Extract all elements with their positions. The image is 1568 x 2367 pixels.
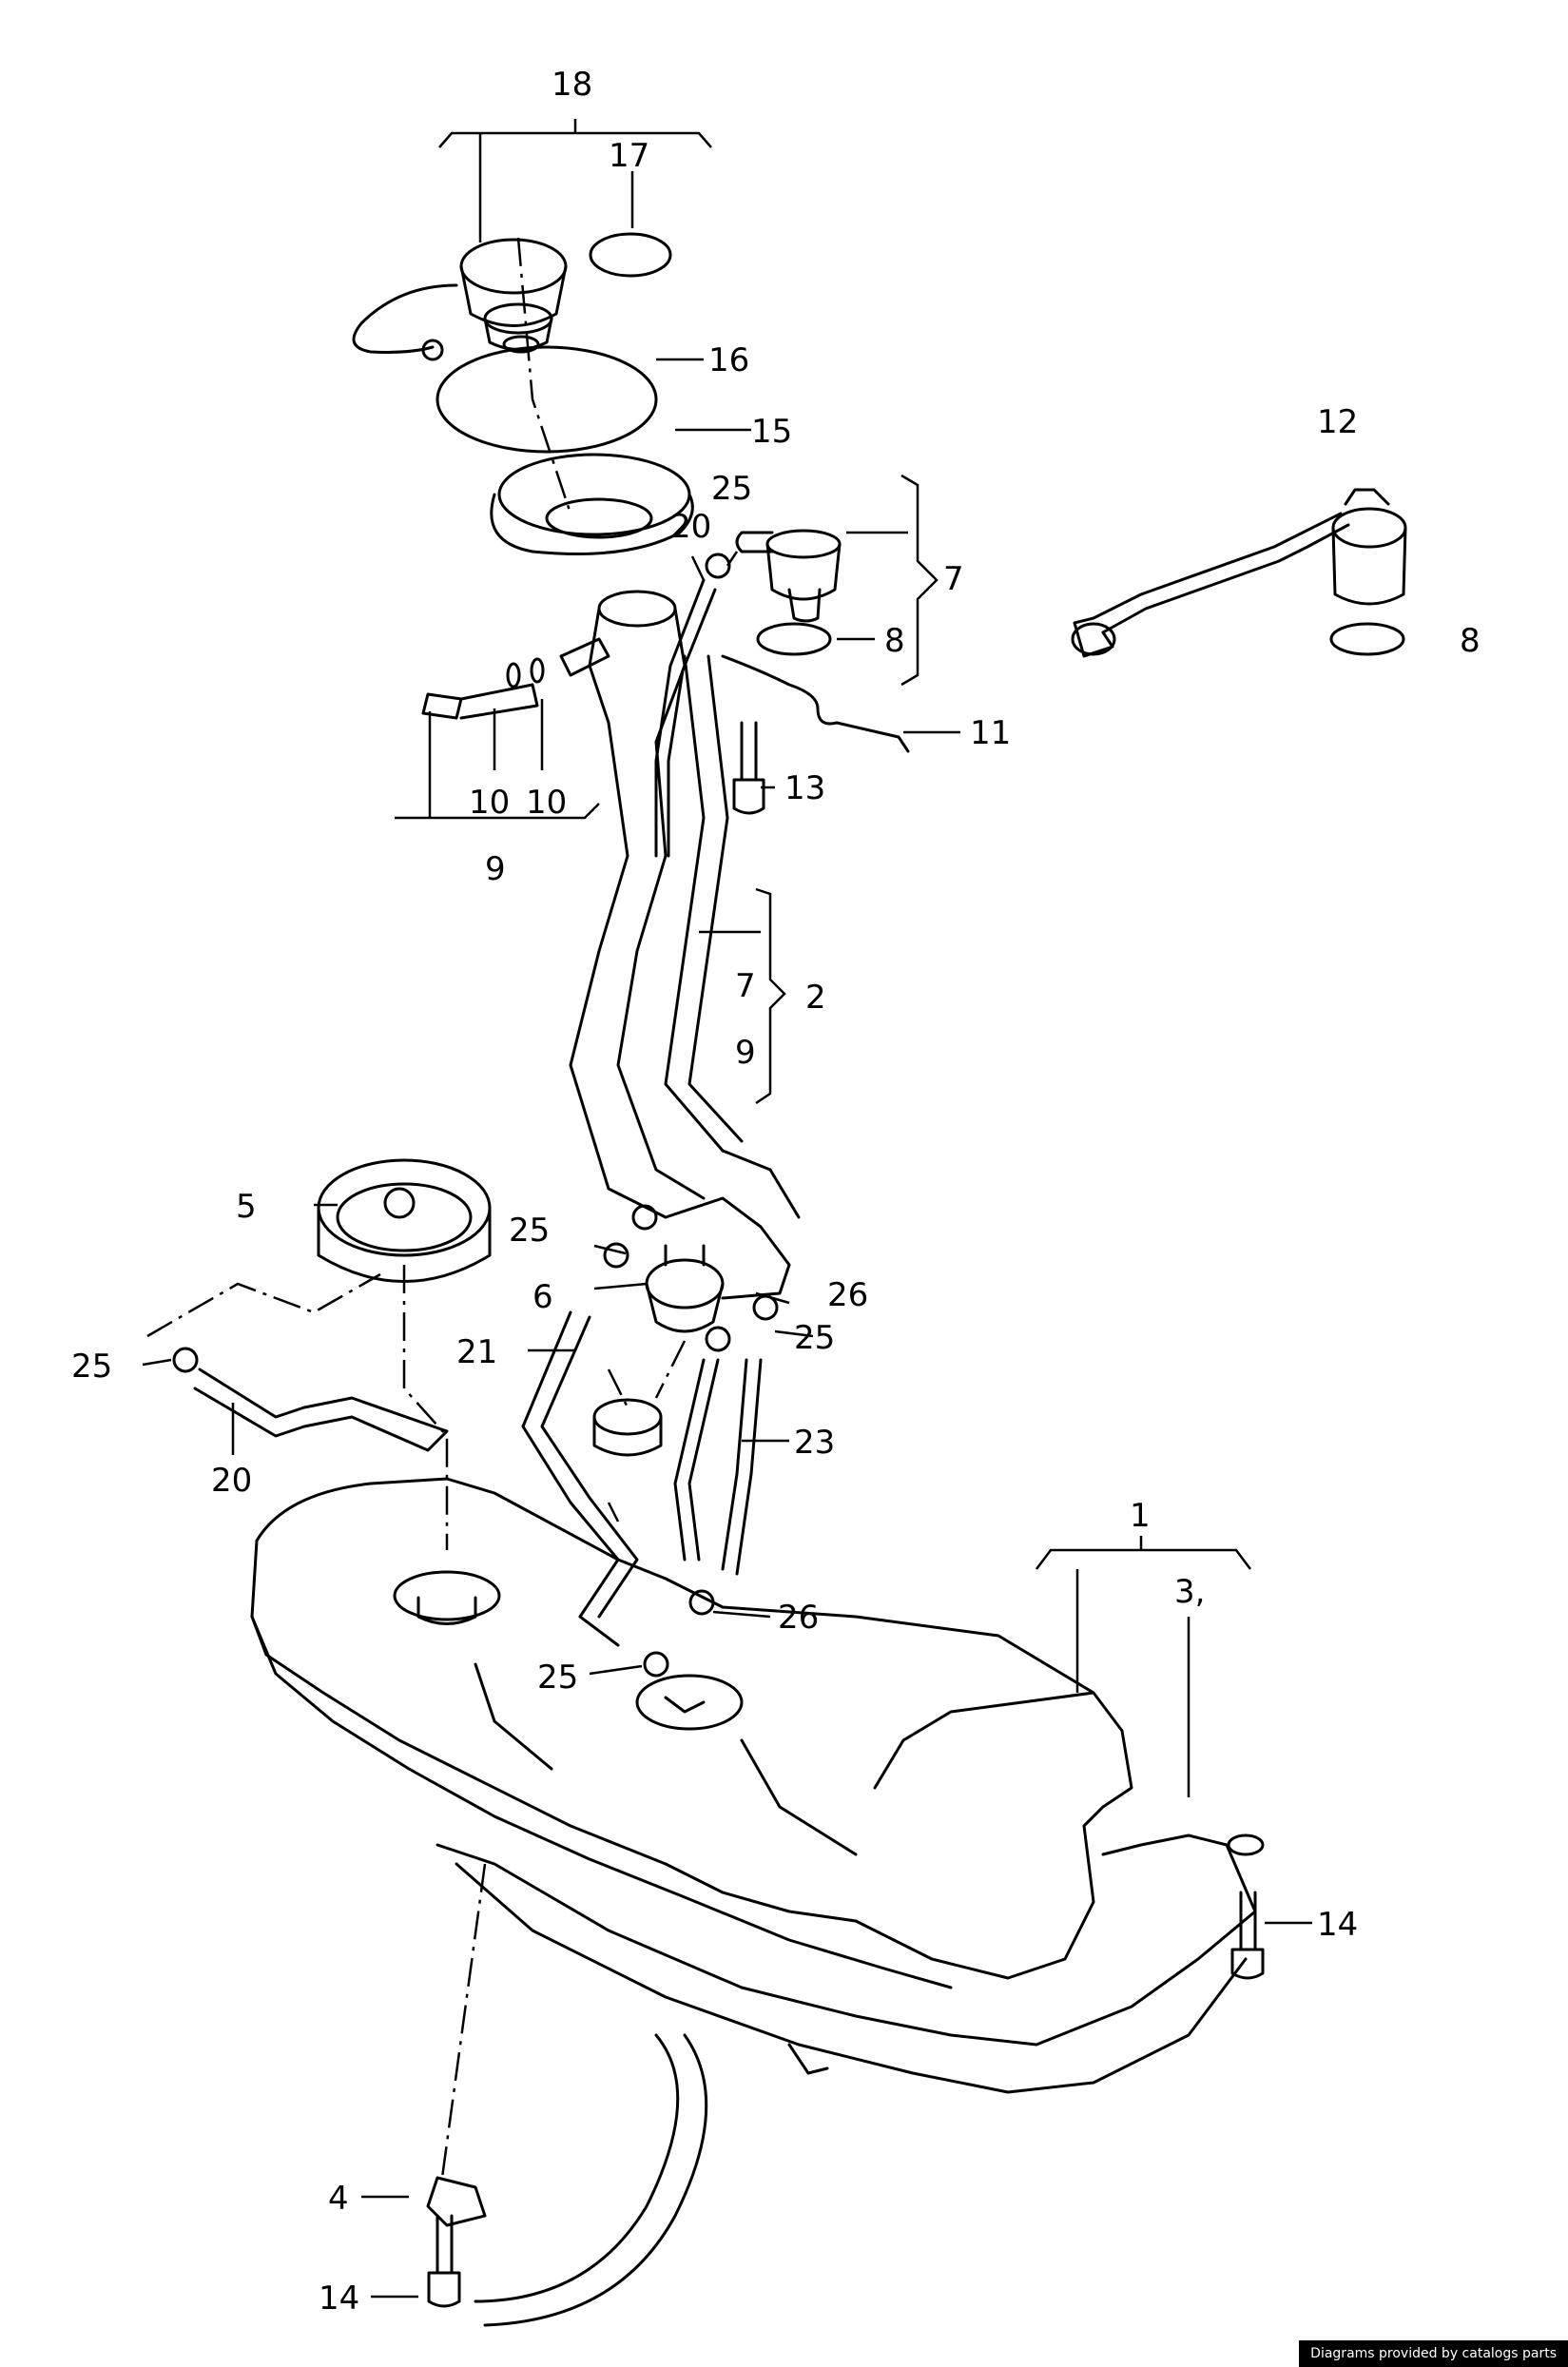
callout-5: 5 <box>236 1188 257 1226</box>
callout-25: 25 <box>509 1212 550 1250</box>
callout-21: 21 <box>456 1333 497 1371</box>
callout-1: 1 <box>1130 1497 1151 1535</box>
callout-10: 10 <box>469 784 510 822</box>
fuel-tank <box>250 1477 1133 1989</box>
breather-valve[interactable] <box>735 529 842 623</box>
callout-16: 16 <box>708 341 749 379</box>
valve-6[interactable] <box>645 1244 725 1333</box>
callout-25: 25 <box>537 1659 578 1697</box>
callout-14: 14 <box>1317 1906 1358 1944</box>
fuel-cap[interactable] <box>352 238 568 361</box>
filler-pipe <box>569 590 801 1300</box>
pressure-valve[interactable] <box>1071 488 1407 658</box>
callout-7: 7 <box>735 967 756 1005</box>
callout-26: 26 <box>827 1276 868 1314</box>
assembly-line <box>516 237 572 514</box>
seal-disc <box>436 345 658 454</box>
leader-lines <box>142 119 1312 2299</box>
bolt-13 <box>732 721 765 815</box>
bolt-14-right <box>1230 1891 1265 1980</box>
breather-hose-top <box>654 578 717 858</box>
earth-lead <box>721 654 910 753</box>
footer-credit: Diagrams provided by catalogs parts <box>1299 2340 1568 2367</box>
callout-13: 13 <box>784 769 825 807</box>
callout-12: 12 <box>1317 403 1358 441</box>
callout-15: 15 <box>751 413 792 451</box>
hose-23 <box>721 1358 763 1576</box>
callout-9: 9 <box>735 1034 756 1072</box>
callout-23: 23 <box>794 1424 835 1462</box>
callout-17: 17 <box>609 137 649 175</box>
callout-3: 3, <box>1174 1573 1205 1611</box>
callout-8: 8 <box>884 622 905 660</box>
callout-18: 18 <box>552 66 592 104</box>
callout-2: 2 <box>805 979 826 1017</box>
callout-11: 11 <box>970 714 1011 752</box>
callout-8-right: 8 <box>1460 622 1481 660</box>
tension-strap <box>426 2033 708 2327</box>
fuel-pump-flange[interactable] <box>317 1158 492 1283</box>
separator <box>592 1398 663 1457</box>
callout-9: 9 <box>485 850 506 888</box>
callout-14: 14 <box>319 2280 359 2318</box>
callout-4: 4 <box>328 2180 349 2218</box>
assembly-line <box>607 1368 629 1408</box>
callout-20: 20 <box>670 508 711 546</box>
bolt-14-left <box>427 2214 461 2308</box>
filler-neck-trim-ring <box>490 453 694 555</box>
hose-connector[interactable] <box>421 637 610 720</box>
assembly-line <box>654 1340 687 1399</box>
o-ring-right <box>1329 622 1405 656</box>
hose-22 <box>673 1358 720 1562</box>
assembly-line <box>440 1863 487 2179</box>
callout-25: 25 <box>71 1348 112 1386</box>
callout-25: 25 <box>711 470 752 508</box>
o-ring <box>756 622 832 656</box>
vent-hose-20 <box>193 1368 449 1452</box>
fuel-cap-seal-ring <box>589 232 672 278</box>
callouts: 18 17 16 15 25 20 7 8 12 8 11 13 10 10 9… <box>71 66 1481 2318</box>
callout-26: 26 <box>778 1599 819 1637</box>
callout-6: 6 <box>532 1278 553 1316</box>
hose-21 <box>521 1310 639 1647</box>
hose-clamp <box>172 553 779 1678</box>
assembly-line <box>146 1272 381 1338</box>
callout-10: 10 <box>526 784 567 822</box>
assembly-line <box>402 1265 449 1550</box>
callout-25: 25 <box>794 1319 835 1357</box>
callout-7: 7 <box>943 560 964 598</box>
heat-shield <box>436 1833 1265 2094</box>
callout-20: 20 <box>211 1462 252 1500</box>
